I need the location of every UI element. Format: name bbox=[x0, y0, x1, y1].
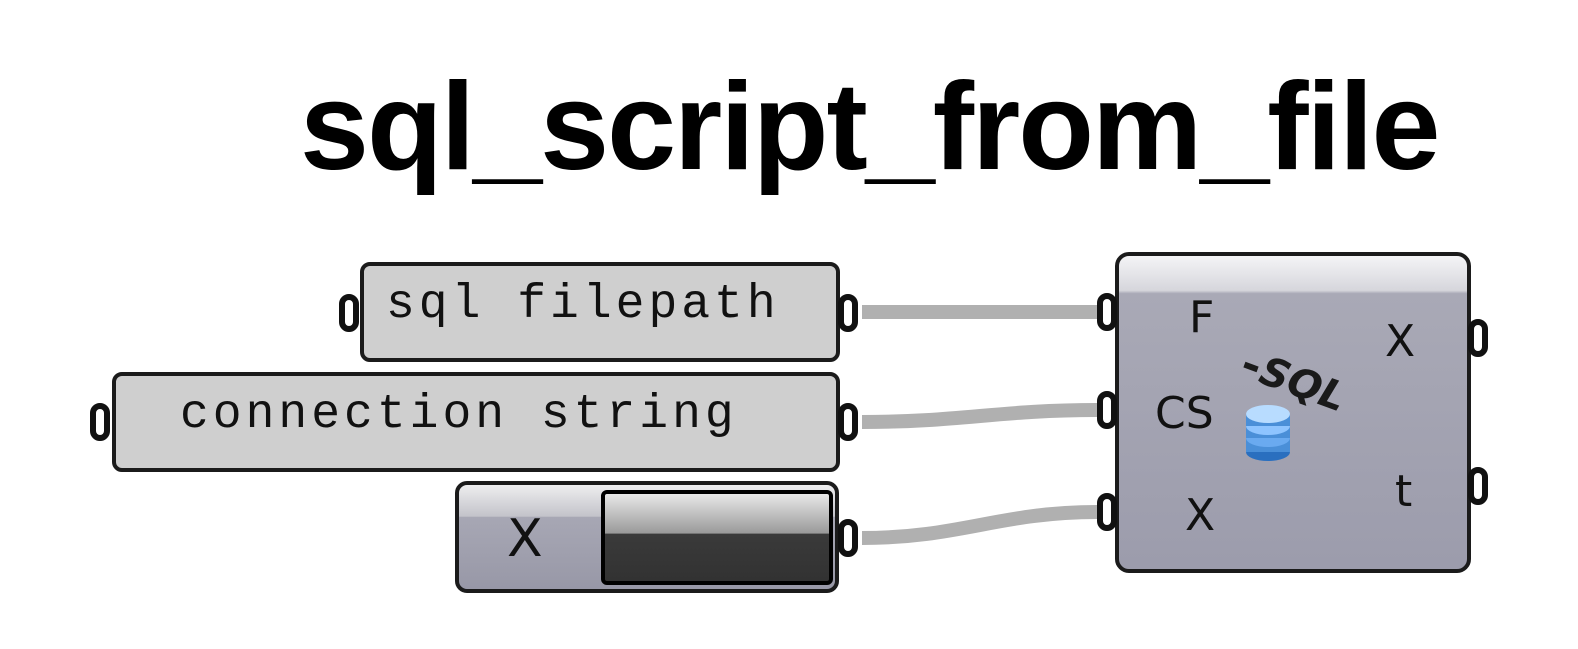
sql-component[interactable]: F CS X X t bbox=[1115, 252, 1471, 573]
input-grip-X[interactable] bbox=[1097, 493, 1117, 531]
sql-filepath-text: sql filepath bbox=[386, 278, 780, 332]
output-label-X: X bbox=[1385, 316, 1416, 367]
input-grip-F[interactable] bbox=[1097, 293, 1117, 331]
input-label-CS: CS bbox=[1155, 388, 1214, 439]
toggle-switch[interactable] bbox=[601, 490, 833, 585]
sql-filepath-input-grip[interactable] bbox=[339, 294, 359, 332]
output-grip-t[interactable] bbox=[1468, 467, 1488, 505]
input-grip-CS[interactable] bbox=[1097, 391, 1117, 429]
output-label-t: t bbox=[1395, 466, 1413, 517]
connection-string-input-grip[interactable] bbox=[90, 403, 110, 441]
sql-database-icon: SQL bbox=[1243, 350, 1352, 461]
connection-string-text: connection string bbox=[180, 388, 738, 442]
sql-filepath-panel[interactable]: sql filepath bbox=[360, 262, 840, 362]
diagram-title: sql_script_from_file bbox=[300, 58, 1440, 196]
toggle-output-grip[interactable] bbox=[838, 519, 858, 557]
connection-string-panel[interactable]: connection string bbox=[112, 372, 840, 472]
input-label-X: X bbox=[1185, 490, 1216, 541]
output-grip-X[interactable] bbox=[1468, 319, 1488, 357]
input-label-F: F bbox=[1189, 292, 1215, 343]
connection-string-output-grip[interactable] bbox=[838, 403, 858, 441]
toggle-label: X bbox=[507, 509, 543, 569]
database-stack-icon bbox=[1246, 405, 1290, 461]
wire-connection-to-CS bbox=[861, 403, 1098, 429]
boolean-toggle[interactable]: X bbox=[455, 481, 839, 593]
wire-toggle-to-X bbox=[861, 505, 1098, 545]
sql-filepath-output-grip[interactable] bbox=[838, 294, 858, 332]
